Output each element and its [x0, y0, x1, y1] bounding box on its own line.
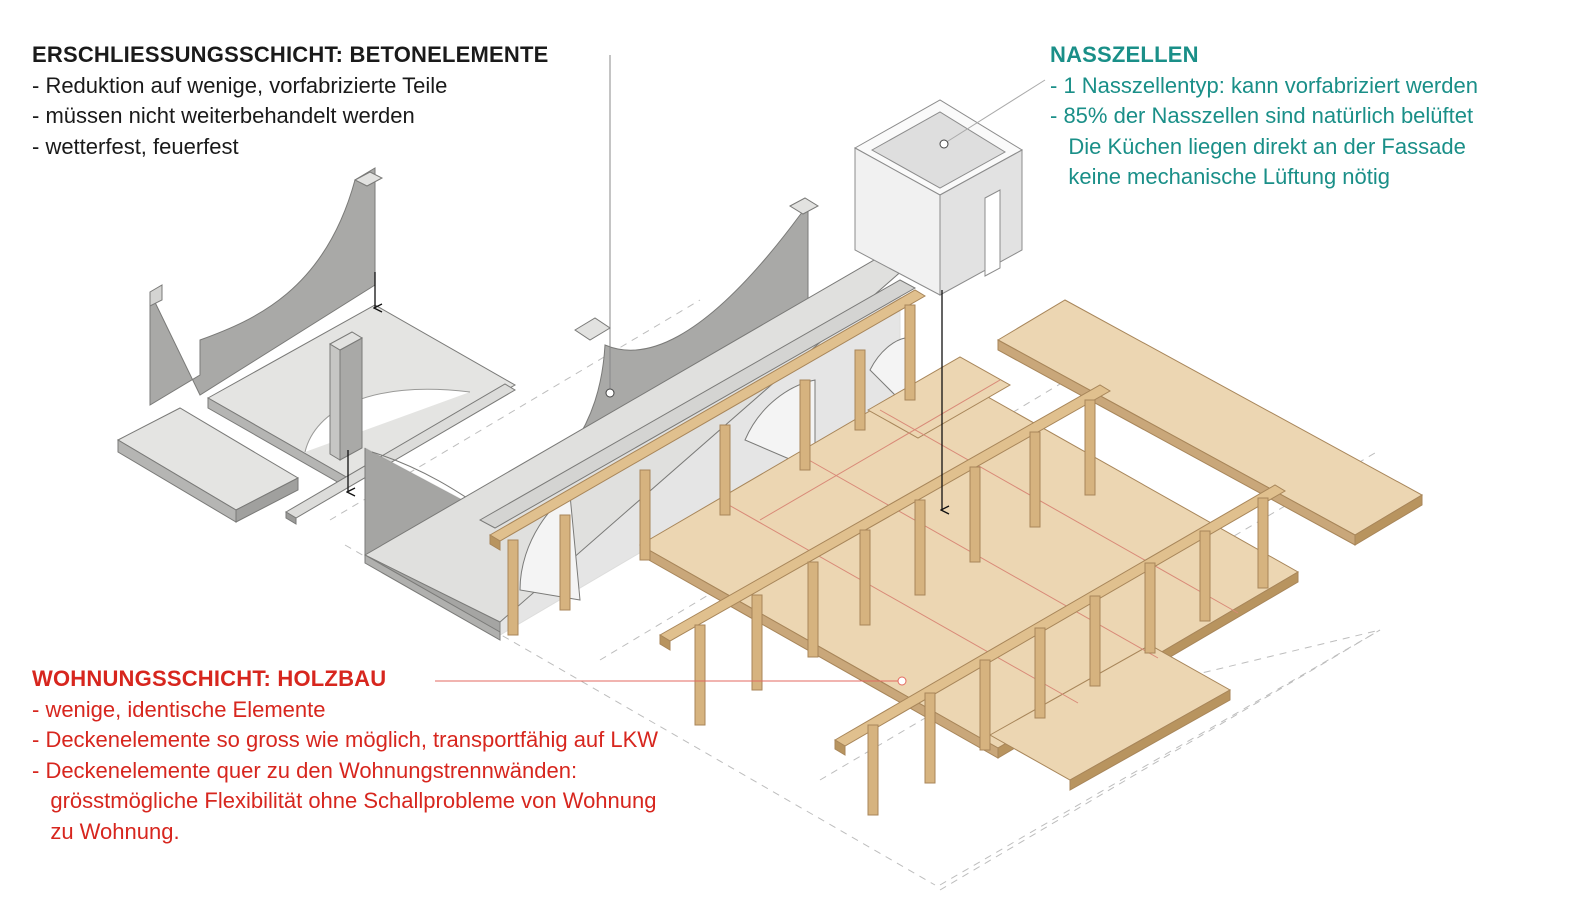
annotation-wood-line: grösstmögliche Flexibilität ohne Schallp… [32, 788, 657, 813]
annotation-concrete-line: - wetterfest, feuerfest [32, 133, 239, 159]
wood-frame-row-2 [659, 384, 1111, 726]
annotation-wet-cells-line: keine mechanische Lüftung nötig [1050, 164, 1391, 189]
wood-elements [489, 289, 1424, 816]
annotation-wood-line: - Deckenelemente so gross wie möglich, t… [32, 727, 659, 752]
annotation-concrete-line: - müssen nicht weiterbehandelt werden [32, 103, 415, 128]
arch-opening-mid [744, 379, 816, 471]
annotation-concrete-heading: ERSCHLIESSUNGSSCHICHT: BETONELEMENTE [32, 42, 549, 67]
annotation-wet-cells-line: - 85% der Nasszellen sind natürlich belü… [1050, 103, 1474, 128]
annotation-wet-cells-heading: NASSZELLEN [1050, 42, 1199, 67]
assembly-arrows [348, 272, 942, 510]
annotation-wood-line: zu Wohnung. [32, 818, 180, 844]
concrete-beam-thin [285, 383, 516, 525]
annotation-wood-line: - wenige, identische Elemente [32, 696, 326, 722]
annotation-concrete-line: - Reduktion auf wenige, vorfabrizierte T… [32, 72, 448, 98]
annotation-wood: WOHNUNGSSCHICHT: HOLZBAU - wenige, ident… [32, 664, 658, 847]
annotation-wet-cells-line: Die Küchen liegen direkt an der Fassade [1050, 133, 1466, 159]
annotation-wood-line: - Deckenelemente quer zu den Wohnungstre… [32, 757, 578, 783]
concrete-slab-loose [116, 407, 300, 523]
wood-frame-row-1 [489, 289, 926, 636]
concrete-column-small [328, 331, 364, 461]
wood-frame-row-3 [834, 484, 1286, 816]
annotation-concrete: ERSCHLIESSUNGSSCHICHT: BETONELEMENTE - R… [32, 40, 549, 162]
annotation-wet-cells: NASSZELLEN - 1 Nasszellentyp: kann vorfa… [1050, 40, 1478, 193]
wet-cell-box [853, 99, 1023, 296]
annotation-wet-cells-line: - 1 Nasszellentyp: kann vorfabriziert we… [1050, 72, 1478, 98]
annotation-wood-heading: WOHNUNGSSCHICHT: HOLZBAU [32, 666, 387, 691]
concrete-arch-wall-back [149, 167, 384, 406]
leader-lines [435, 55, 1046, 686]
